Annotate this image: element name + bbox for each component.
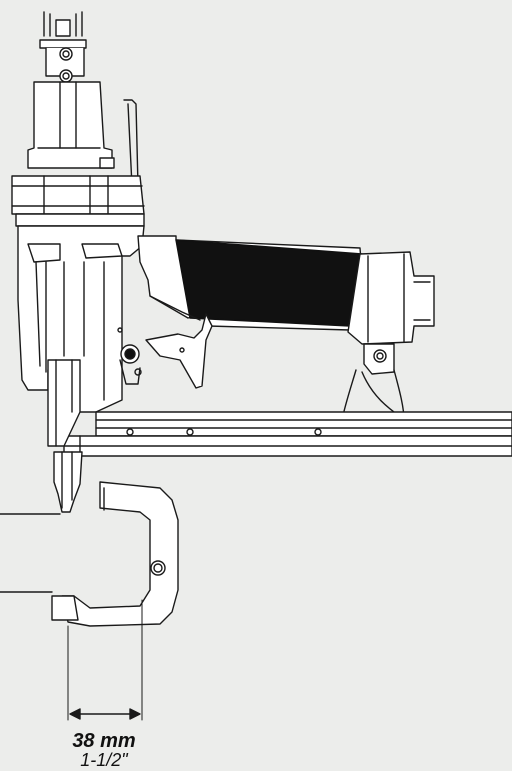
top-cap xyxy=(39,11,87,83)
main-body xyxy=(17,225,145,413)
rubber-grip xyxy=(175,239,363,327)
top-housing xyxy=(11,175,145,227)
bracket-hole xyxy=(150,560,166,576)
magazine xyxy=(63,411,512,461)
trigger xyxy=(117,313,213,389)
bolt-upper xyxy=(59,47,73,61)
arrow-left xyxy=(69,708,81,720)
dimension-imperial-label: 1-1/2" xyxy=(80,750,128,770)
bolt-lower xyxy=(59,69,73,83)
dimension-metric-label: 38 mm xyxy=(72,730,136,752)
dimension-38mm xyxy=(67,599,143,721)
air-inlet-ring xyxy=(373,349,387,363)
rear-cap xyxy=(347,251,435,375)
c-bracket xyxy=(0,481,179,627)
nose-guide xyxy=(47,359,83,513)
handle xyxy=(137,235,365,331)
cylinder-head xyxy=(27,81,115,169)
exhaust-deflector xyxy=(123,99,139,187)
arrow-right xyxy=(129,708,141,720)
